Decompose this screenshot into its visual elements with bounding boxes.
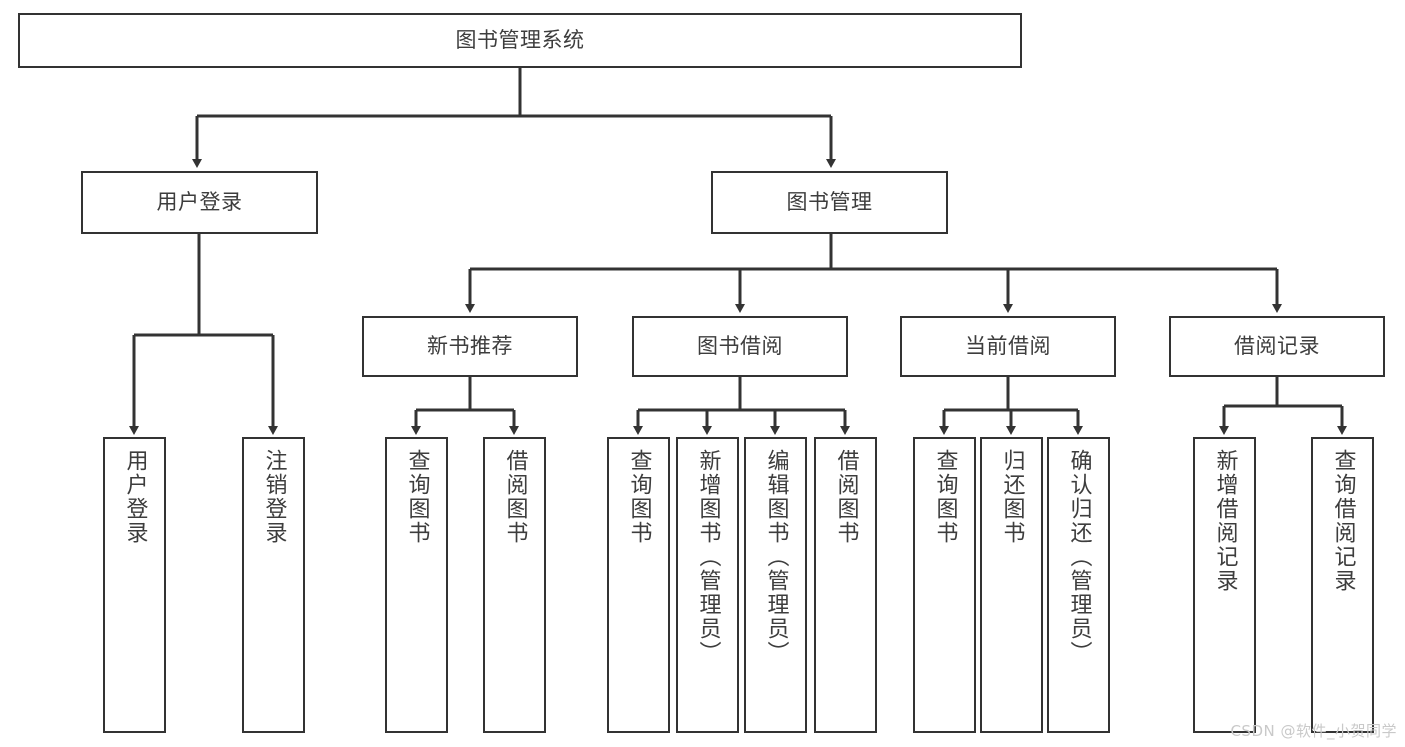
node-label: 新书推荐 [427, 334, 513, 359]
node-label: 借阅图书 [833, 449, 859, 545]
node-user-login[interactable]: 用户登录 [81, 171, 318, 234]
node-label: 查询图书 [932, 449, 958, 545]
node-label: 用户登录 [156, 190, 243, 215]
node-borrow-record[interactable]: 借阅记录 [1169, 316, 1385, 377]
node-label: 用户登录 [122, 449, 148, 545]
node-label: 查询借阅记录 [1330, 449, 1356, 593]
edge-bookmgmt-to-level3 [465, 234, 1282, 313]
edge-bookborrow-to-leaves [633, 377, 850, 435]
leaf-user-logout[interactable]: 注销登录 [242, 437, 305, 733]
node-label: 查询图书 [404, 449, 430, 545]
node-label: 注销登录 [261, 449, 287, 545]
node-label: 查询图书 [626, 449, 652, 545]
node-book-borrow[interactable]: 图书借阅 [632, 316, 848, 377]
node-label: 图书管理 [786, 190, 873, 215]
leaf-borrow-borrow-book[interactable]: 借阅图书 [814, 437, 877, 733]
leaf-borrow-edit-book[interactable]: 编辑图书（管理员） [744, 437, 807, 733]
node-book-management[interactable]: 图书管理 [711, 171, 948, 234]
edge-borrowrecord-to-leaves [1219, 377, 1347, 435]
leaf-newbook-query-book[interactable]: 查询图书 [385, 437, 448, 733]
node-new-book-recommend[interactable]: 新书推荐 [362, 316, 578, 377]
node-label: 借阅图书 [502, 449, 528, 545]
node-label: 新增借阅记录 [1212, 449, 1238, 593]
edge-root-to-level2 [192, 68, 836, 168]
node-label: 确认归还（管理员） [1066, 449, 1092, 665]
leaf-record-query-record[interactable]: 查询借阅记录 [1311, 437, 1374, 733]
csdn-watermark: CSDN @软件_小贺同学 [1230, 722, 1397, 740]
leaf-borrow-query-book[interactable]: 查询图书 [607, 437, 670, 733]
leaf-newbook-borrow-book[interactable]: 借阅图书 [483, 437, 546, 733]
node-label: 图书借阅 [697, 334, 783, 359]
node-label: 新增图书（管理员） [695, 449, 721, 665]
leaf-borrow-add-book[interactable]: 新增图书（管理员） [676, 437, 739, 733]
node-label: 借阅记录 [1234, 334, 1320, 359]
node-label: 归还图书 [999, 449, 1025, 545]
leaf-current-return-book[interactable]: 归还图书 [980, 437, 1043, 733]
node-root-system[interactable]: 图书管理系统 [18, 13, 1022, 68]
node-label: 当前借阅 [965, 334, 1051, 359]
edge-userlogin-to-leaves [129, 234, 278, 435]
node-label: 图书管理系统 [455, 28, 585, 53]
leaf-user-login[interactable]: 用户登录 [103, 437, 166, 733]
edge-currentborrow-to-leaves [939, 377, 1083, 435]
leaf-current-query-book[interactable]: 查询图书 [913, 437, 976, 733]
node-current-borrow[interactable]: 当前借阅 [900, 316, 1116, 377]
node-label: 编辑图书（管理员） [763, 449, 789, 665]
leaf-current-confirm-return[interactable]: 确认归还（管理员） [1047, 437, 1110, 733]
edge-newbook-to-leaves [411, 377, 519, 435]
leaf-record-add-record[interactable]: 新增借阅记录 [1193, 437, 1256, 733]
